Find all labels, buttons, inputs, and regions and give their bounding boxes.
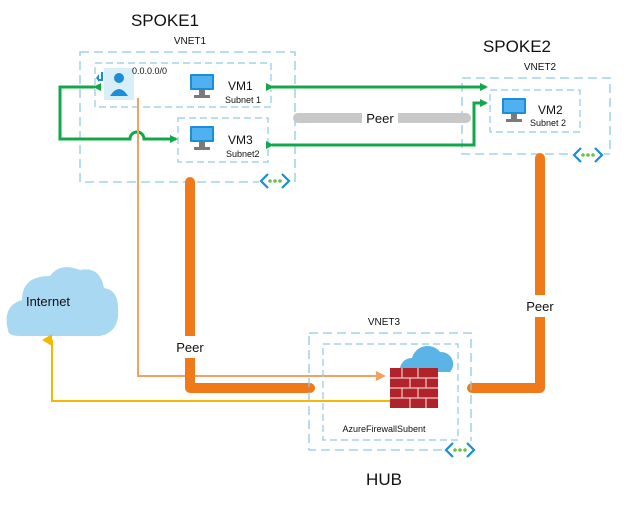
hub-title: HUB	[366, 470, 402, 489]
spoke-peer-label: Peer	[366, 111, 394, 126]
vnet2-icon	[572, 146, 604, 164]
hub-peer-spoke1-label: Peer	[176, 340, 204, 355]
vm3-subnet: Subnet2	[226, 149, 260, 159]
firewall-subnet-boundary	[322, 343, 459, 441]
spoke2-vnet-label: VNET2	[524, 62, 557, 73]
hub-peer-spoke1	[185, 177, 315, 393]
user-route-icon	[96, 68, 134, 100]
internet-cloud-icon	[6, 267, 119, 336]
route-vm3-vm2	[266, 99, 488, 149]
hub-peer-spoke2-label-bg	[518, 295, 562, 317]
spoke1-title: SPOKE1	[131, 11, 199, 30]
hub-peer-spoke2-label: Peer	[526, 299, 554, 314]
vm3-name: VM3	[228, 133, 253, 147]
route-udr-to-firewall	[137, 98, 386, 381]
vm1-subnet: Subnet 1	[225, 95, 261, 105]
spoke1-vnet-label: VNET1	[174, 36, 207, 47]
vm2-icon	[502, 98, 526, 122]
spoke2-title: SPOKE2	[483, 37, 551, 56]
firewall-icon	[390, 345, 454, 408]
vnet1-icon	[259, 172, 291, 190]
hub-peer-spoke1-label-bg	[170, 336, 210, 358]
hub-peer-spoke2	[467, 153, 545, 393]
vm2-subnet: Subnet 2	[530, 118, 566, 128]
vm3-icon	[190, 126, 214, 150]
firewall-subnet-label: AzureFirewallSubent	[342, 424, 426, 434]
vnet2-subnet-boundary	[489, 89, 581, 133]
internet-label: Internet	[26, 294, 70, 309]
hub-vnet-label: VNET3	[368, 317, 401, 328]
user-route-label: 0.0.0.0/0	[132, 66, 167, 76]
vnet3-icon	[444, 441, 478, 459]
vm1-name: VM1	[228, 79, 253, 93]
route-udr-loop	[58, 83, 178, 143]
vm2-name: VM2	[538, 103, 563, 117]
route-firewall-to-internet	[42, 334, 390, 402]
vm1-icon	[190, 74, 214, 98]
